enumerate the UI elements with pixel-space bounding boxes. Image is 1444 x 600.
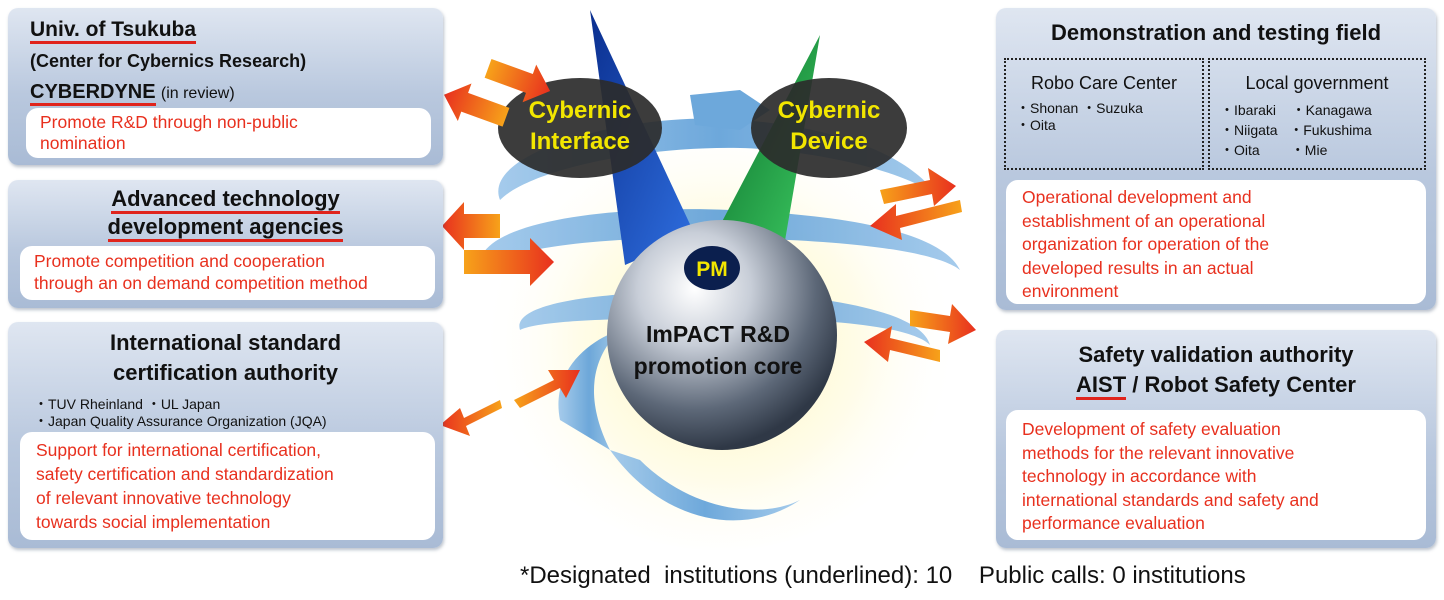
safety-note-line4: international standards and safety and [1022, 489, 1319, 510]
advanced-title-line1: Advanced technology [111, 186, 340, 214]
intl-bullet-line1: ・TUV Rheinland ・UL Japan [34, 396, 221, 412]
robo-care-box: Robo Care Center ・Shonan ・Suzuka ・Oita [1004, 58, 1204, 170]
pm-badge [684, 246, 740, 290]
demo-note: Operational development and establishmen… [1006, 180, 1426, 304]
safety-note-line3: technology in accordance with [1022, 466, 1257, 486]
panel-safety: Safety validation authority AIST / Robot… [996, 330, 1436, 548]
intl-title-line2: certification authority [113, 360, 338, 385]
center-illustration: Cybernic Interface Cybernic Device PM Im… [440, 10, 976, 550]
local-gov-box: Local government ・Ibaraki ・Kanagawa ・Nii… [1208, 58, 1426, 170]
robo-title: Robo Care Center [1030, 73, 1178, 93]
intl-note-line4: towards social implementation [36, 512, 271, 532]
panel-intl: International standard certification aut… [8, 322, 443, 548]
demo-title: Demonstration and testing field [1050, 20, 1382, 45]
footer-note: *Designated institutions (underlined): 1… [520, 562, 1246, 589]
safety-note: Development of safety evaluation methods… [1006, 410, 1426, 540]
advanced-note-line2: through an on demand competition method [34, 273, 368, 293]
demo-note-line1: Operational development and [1022, 187, 1252, 207]
pm-label: PM [696, 258, 728, 281]
robo-line1: ・Shonan ・Suzuka [1016, 100, 1143, 116]
intl-note-line3: of relevant innovative technology [36, 488, 291, 508]
intl-note-line1: Support for international certification, [36, 440, 322, 460]
safety-title-rest: / Robot Safety Center [1126, 372, 1356, 397]
intl-bullet-line2: ・Japan Quality Assurance Organization (J… [34, 413, 327, 429]
demo-note-line5: environment [1022, 281, 1119, 301]
cybernic-device-ellipse [751, 78, 907, 178]
tsukuba-subtitle: (Center for Cybernics Research) [30, 51, 307, 71]
core-sphere [607, 220, 837, 450]
tsukuba-title: Univ. of Tsukuba [30, 18, 197, 44]
cybernic-device-line1: Cybernic [778, 97, 881, 124]
local-line1: ・Ibaraki ・Kanagawa [1220, 102, 1372, 118]
safety-title-line1: Safety validation authority [1078, 342, 1354, 367]
core-line2: promotion core [634, 353, 803, 379]
demo-note-line3: organization for operation of the [1022, 234, 1270, 254]
center-graphic: Cybernic Interface Cybernic Device PM Im… [440, 0, 1000, 560]
advanced-note: Promote competition and cooperation thro… [20, 246, 435, 300]
demo-note-line4: developed results in an actual [1022, 257, 1254, 278]
core-line1: ImPACT R&D [646, 321, 790, 347]
robo-line2: ・Oita [1016, 117, 1056, 133]
cyberdyne-label: CYBERDYNE [30, 81, 156, 106]
advanced-note-line1: Promote competition and cooperation [34, 251, 325, 271]
local-line2: ・Niigata ・Fukushima [1220, 122, 1372, 138]
tsukuba-note: Promote R&D through non-public nominatio… [26, 108, 431, 158]
tsukuba-note-line1: Promote R&D through non-public [40, 112, 298, 132]
advanced-title-line2: development agencies [107, 214, 344, 242]
intl-note-line2: safety certification and standardization [36, 464, 334, 484]
intl-note: Support for international certification,… [20, 432, 435, 540]
intl-title-line1: International standard [109, 330, 342, 355]
panel-tsukuba: Univ. of Tsukuba (Center for Cybernics R… [8, 8, 443, 165]
center-arrows [440, 58, 976, 436]
cybernic-device-line2: Device [790, 128, 867, 155]
cybernic-interface-line2: Interface [530, 128, 630, 155]
panel-demo: Demonstration and testing field Robo Car… [996, 8, 1436, 310]
local-title: Local government [1245, 73, 1389, 93]
tsukuba-note-line2: nomination [40, 133, 126, 153]
aist-label: AIST [1076, 372, 1127, 400]
demo-note-line2: establishment of an operational [1022, 210, 1266, 231]
safety-note-line1: Development of safety evaluation [1022, 419, 1281, 439]
cybernic-interface-line1: Cybernic [529, 97, 632, 124]
in-review-label: (in review) [160, 85, 235, 102]
local-line3: ・Oita ・Mie [1220, 142, 1328, 158]
panel-advanced: Advanced technology development agencies… [8, 180, 443, 308]
safety-note-line2: methods for the relevant innovative [1022, 442, 1295, 463]
safety-note-line5: performance evaluation [1022, 513, 1205, 533]
cybernic-interface-ellipse [498, 78, 662, 178]
